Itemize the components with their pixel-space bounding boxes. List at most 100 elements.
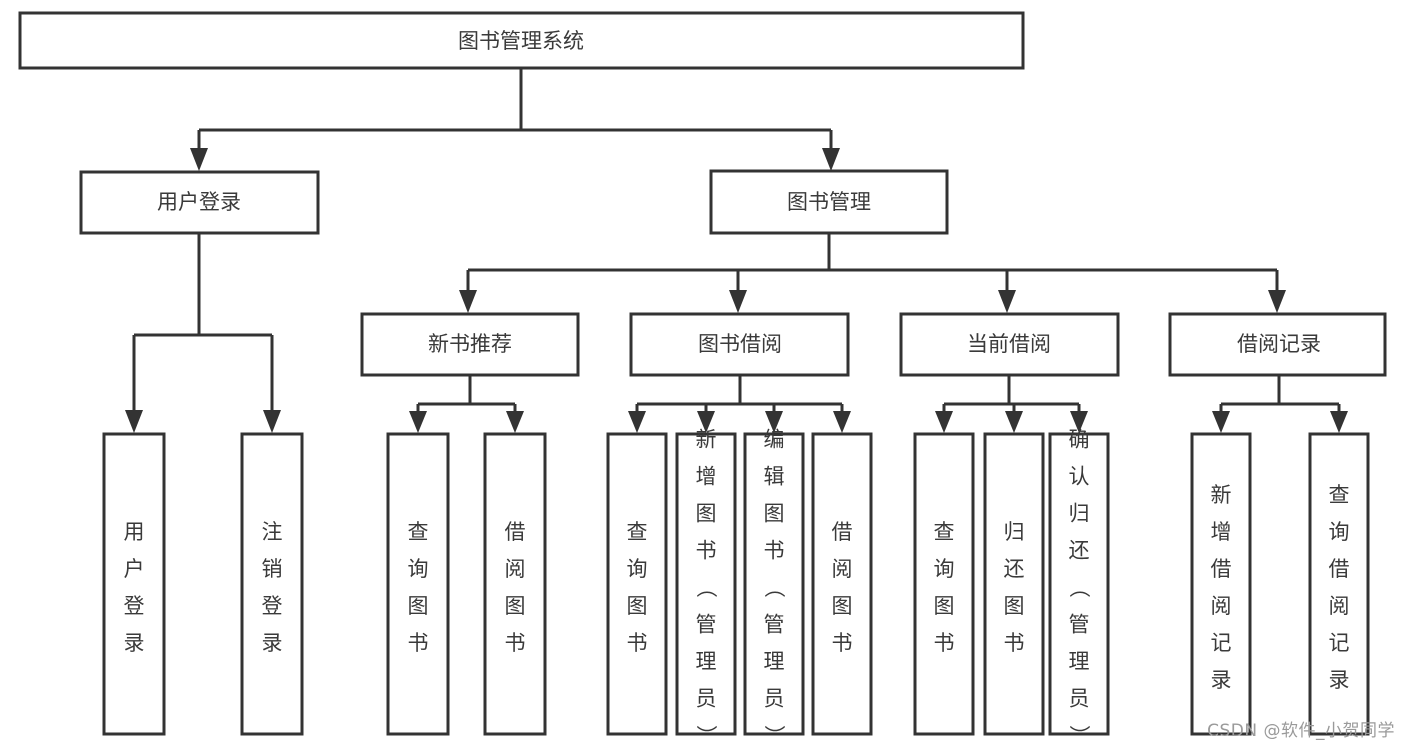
node-current-borrow-box[interactable] xyxy=(899,312,1120,377)
leaf-glyph: 还 xyxy=(1069,538,1090,562)
leaf-node-layer: 用户登录注销登录查询图书借阅图书查询图书新增图书（管理员）编辑图书（管理员）借阅… xyxy=(102,427,1370,746)
leaf-glyph: 管 xyxy=(1069,612,1090,636)
node-new-book-recommend-label: 新书推荐 xyxy=(428,332,512,356)
leaf-glyph: 员 xyxy=(1069,686,1090,710)
leaf-node-box-8[interactable] xyxy=(811,432,873,736)
node-root-label: 图书管理系统 xyxy=(458,29,584,53)
leaf-glyph: 书 xyxy=(832,631,853,655)
leaf-glyph: 员 xyxy=(764,686,785,710)
leaf-glyph: 书 xyxy=(1004,631,1025,655)
leaf-glyph: 还 xyxy=(1004,557,1025,581)
leaf-node-box-2[interactable] xyxy=(240,432,304,736)
leaf-glyph: 增 xyxy=(1211,520,1232,544)
leaf-glyph: 员 xyxy=(696,686,717,710)
leaf-node-box-3[interactable] xyxy=(386,432,450,736)
arrow-head-leaf-borrow-book-1 xyxy=(506,411,524,433)
leaf-glyph: 阅 xyxy=(1329,594,1350,618)
leaf-node-box-13[interactable] xyxy=(1308,432,1370,736)
leaf-glyph: 登 xyxy=(262,594,283,618)
arrow-head-book-mgmt xyxy=(822,148,840,171)
leaf-glyph: 图 xyxy=(627,594,648,618)
node-root[interactable]: 图书管理系统 xyxy=(18,11,1025,70)
node-borrow-record-label: 借阅记录 xyxy=(1237,332,1321,356)
leaf-glyph: 销 xyxy=(262,557,283,581)
leaf-glyph: 记 xyxy=(1329,631,1350,655)
node-borrow-record-box[interactable] xyxy=(1168,312,1387,377)
arrow-head-user-login xyxy=(190,148,208,171)
leaf-glyph: 图 xyxy=(764,501,785,525)
leaf-glyph: 管 xyxy=(696,612,717,636)
arrow-head-leaf-edit-book xyxy=(765,411,783,433)
leaf-node-box-5[interactable] xyxy=(606,432,668,736)
leaf-glyph: 户 xyxy=(124,557,145,581)
arrow-head-leaf-user-login xyxy=(125,410,143,433)
leaf-node-box-4[interactable] xyxy=(483,432,547,736)
leaf-glyph: 查 xyxy=(1329,483,1350,507)
leaf-glyph: 查 xyxy=(627,520,648,544)
leaf-glyph: 借 xyxy=(1211,557,1232,581)
leaf-glyph: 认 xyxy=(1069,464,1090,488)
leaf-glyph: 书 xyxy=(696,538,717,562)
leaf-glyph: 登 xyxy=(124,594,145,618)
leaf-node-box-9[interactable] xyxy=(913,432,975,736)
leaf-node-box-7[interactable] xyxy=(743,432,805,736)
leaf-glyph: 图 xyxy=(505,594,526,618)
leaf-node-1[interactable]: 用户登录 xyxy=(102,432,166,736)
node-borrow-record[interactable]: 借阅记录 xyxy=(1168,312,1387,377)
leaf-node-box-6[interactable] xyxy=(675,432,737,736)
leaf-glyph: 归 xyxy=(1004,520,1025,544)
leaf-node-box-10[interactable] xyxy=(983,432,1045,736)
leaf-glyph: 注 xyxy=(262,520,283,544)
leaf-glyph: 书 xyxy=(408,631,429,655)
arrow-head-leaf-borrow-book-2 xyxy=(833,411,851,433)
leaf-glyph: 图 xyxy=(696,501,717,525)
node-current-borrow[interactable]: 当前借阅 xyxy=(899,312,1120,377)
node-book-management[interactable]: 图书管理 xyxy=(709,169,949,235)
leaf-glyph: 书 xyxy=(505,631,526,655)
node-user-login-label: 用户登录 xyxy=(157,190,241,214)
leaf-node-box-11[interactable] xyxy=(1048,432,1110,736)
node-book-borrow[interactable]: 图书借阅 xyxy=(629,312,850,377)
node-user-login-box[interactable] xyxy=(79,170,320,235)
leaf-node-box-12[interactable] xyxy=(1190,432,1252,736)
node-current-borrow-label: 当前借阅 xyxy=(967,332,1051,356)
node-new-book-recommend-box[interactable] xyxy=(360,312,580,377)
node-root-box[interactable] xyxy=(18,11,1025,70)
arrow-head-leaf-confirm-return xyxy=(1070,411,1088,433)
node-new-book-recommend[interactable]: 新书推荐 xyxy=(360,312,580,377)
arrow-head-leaf-return-book xyxy=(1005,411,1023,433)
node-user-login[interactable]: 用户登录 xyxy=(79,170,320,235)
node-book-borrow-box[interactable] xyxy=(629,312,850,377)
arrow-head-new-book xyxy=(459,290,477,313)
leaf-glyph: 图 xyxy=(934,594,955,618)
node-book-management-box[interactable] xyxy=(709,169,949,235)
leaf-glyph: 新 xyxy=(1211,483,1232,507)
arrow-head-leaf-query-book-3 xyxy=(935,411,953,433)
leaf-node-box-1[interactable] xyxy=(102,432,166,736)
leaf-glyph: 阅 xyxy=(832,557,853,581)
leaf-glyph: 增 xyxy=(696,464,717,488)
leaf-glyph: 借 xyxy=(832,520,853,544)
leaf-glyph: 图 xyxy=(1004,594,1025,618)
